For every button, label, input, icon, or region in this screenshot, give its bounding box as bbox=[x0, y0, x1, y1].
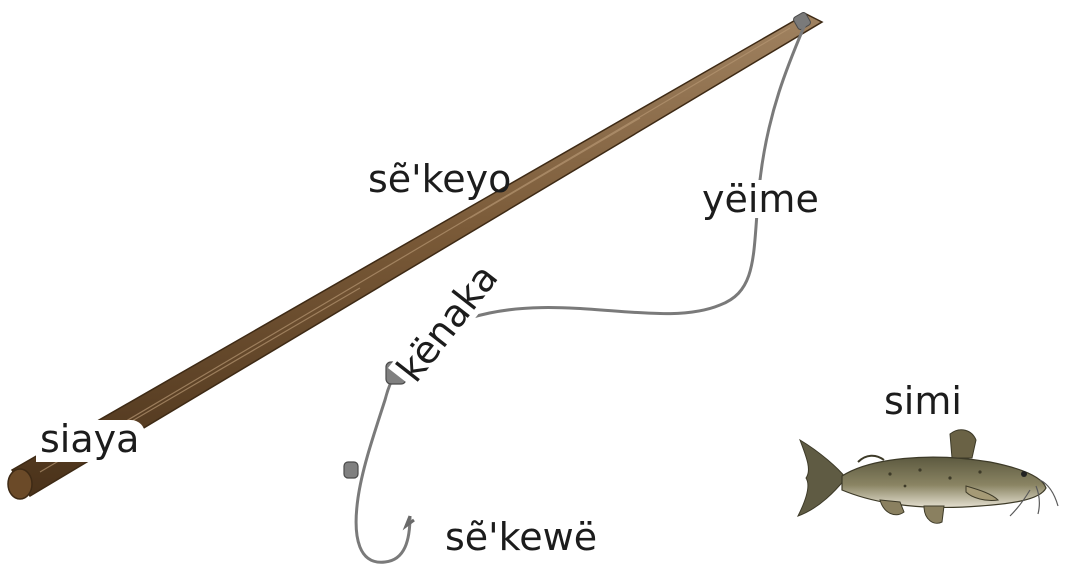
label-rod-tip: siaya bbox=[36, 420, 145, 462]
catfish bbox=[798, 430, 1058, 523]
fishing-line bbox=[356, 22, 806, 562]
label-fish: simi bbox=[884, 382, 962, 420]
label-rod: sẽ'keyo bbox=[368, 160, 511, 198]
fishing-rod-butt-end bbox=[8, 469, 32, 499]
label-line: yëime bbox=[698, 180, 823, 218]
line-knot bbox=[344, 362, 406, 478]
fishing-rod-grain bbox=[40, 28, 790, 472]
label-hook: sẽ'kewë bbox=[445, 518, 597, 556]
